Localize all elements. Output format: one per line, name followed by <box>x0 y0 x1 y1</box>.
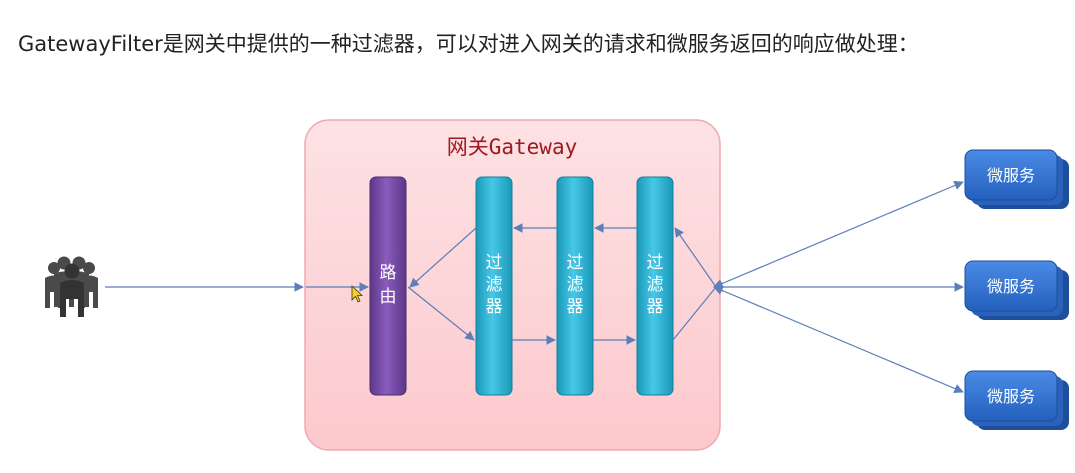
mouse-cursor-icon <box>351 285 364 303</box>
arrow-filter-1-to-router <box>409 227 477 288</box>
filter-1-char-2: 滤 <box>486 275 503 295</box>
service-1-label: 微服务 <box>987 166 1035 185</box>
router-bar: 路 由 <box>369 176 407 396</box>
arrow-router-to-filter-1 <box>407 286 475 341</box>
filter-3-char-2: 滤 <box>647 275 664 295</box>
arrow-hub-to-filter-3 <box>674 227 717 288</box>
filter-bar-1: 过 滤 器 <box>475 176 513 396</box>
arrow-hub-to-service-3 <box>713 285 964 394</box>
filter-1-char-3: 器 <box>486 297 503 317</box>
router-label-char-1: 路 <box>380 263 397 283</box>
service-2-label: 微服务 <box>987 277 1035 296</box>
filter-2-char-1: 过 <box>567 253 584 273</box>
filter-bar-2: 过 滤 器 <box>556 176 594 396</box>
filter-2-char-3: 器 <box>567 297 584 317</box>
page-heading: GatewayFilter是网关中提供的一种过滤器，可以对进入网关的请求和微服务… <box>18 32 919 56</box>
filter-bar-3: 过 滤 器 <box>636 176 674 396</box>
service-card-2: 微服务 <box>964 260 1069 320</box>
filter-3-char-3: 器 <box>647 297 664 317</box>
users-group-icon <box>45 256 98 317</box>
arrow-filter-3-to-hub <box>672 286 717 341</box>
filter-3-char-1: 过 <box>647 253 664 273</box>
router-label-char-2: 由 <box>380 287 397 307</box>
filter-2-char-2: 滤 <box>567 275 584 295</box>
service-card-3: 微服务 <box>964 370 1069 430</box>
service-3-label: 微服务 <box>987 387 1035 406</box>
gateway-title: 网关Gateway <box>447 135 578 159</box>
service-card-1: 微服务 <box>964 149 1069 209</box>
arrow-hub-to-service-1 <box>713 180 964 289</box>
filter-1-char-1: 过 <box>486 253 503 273</box>
